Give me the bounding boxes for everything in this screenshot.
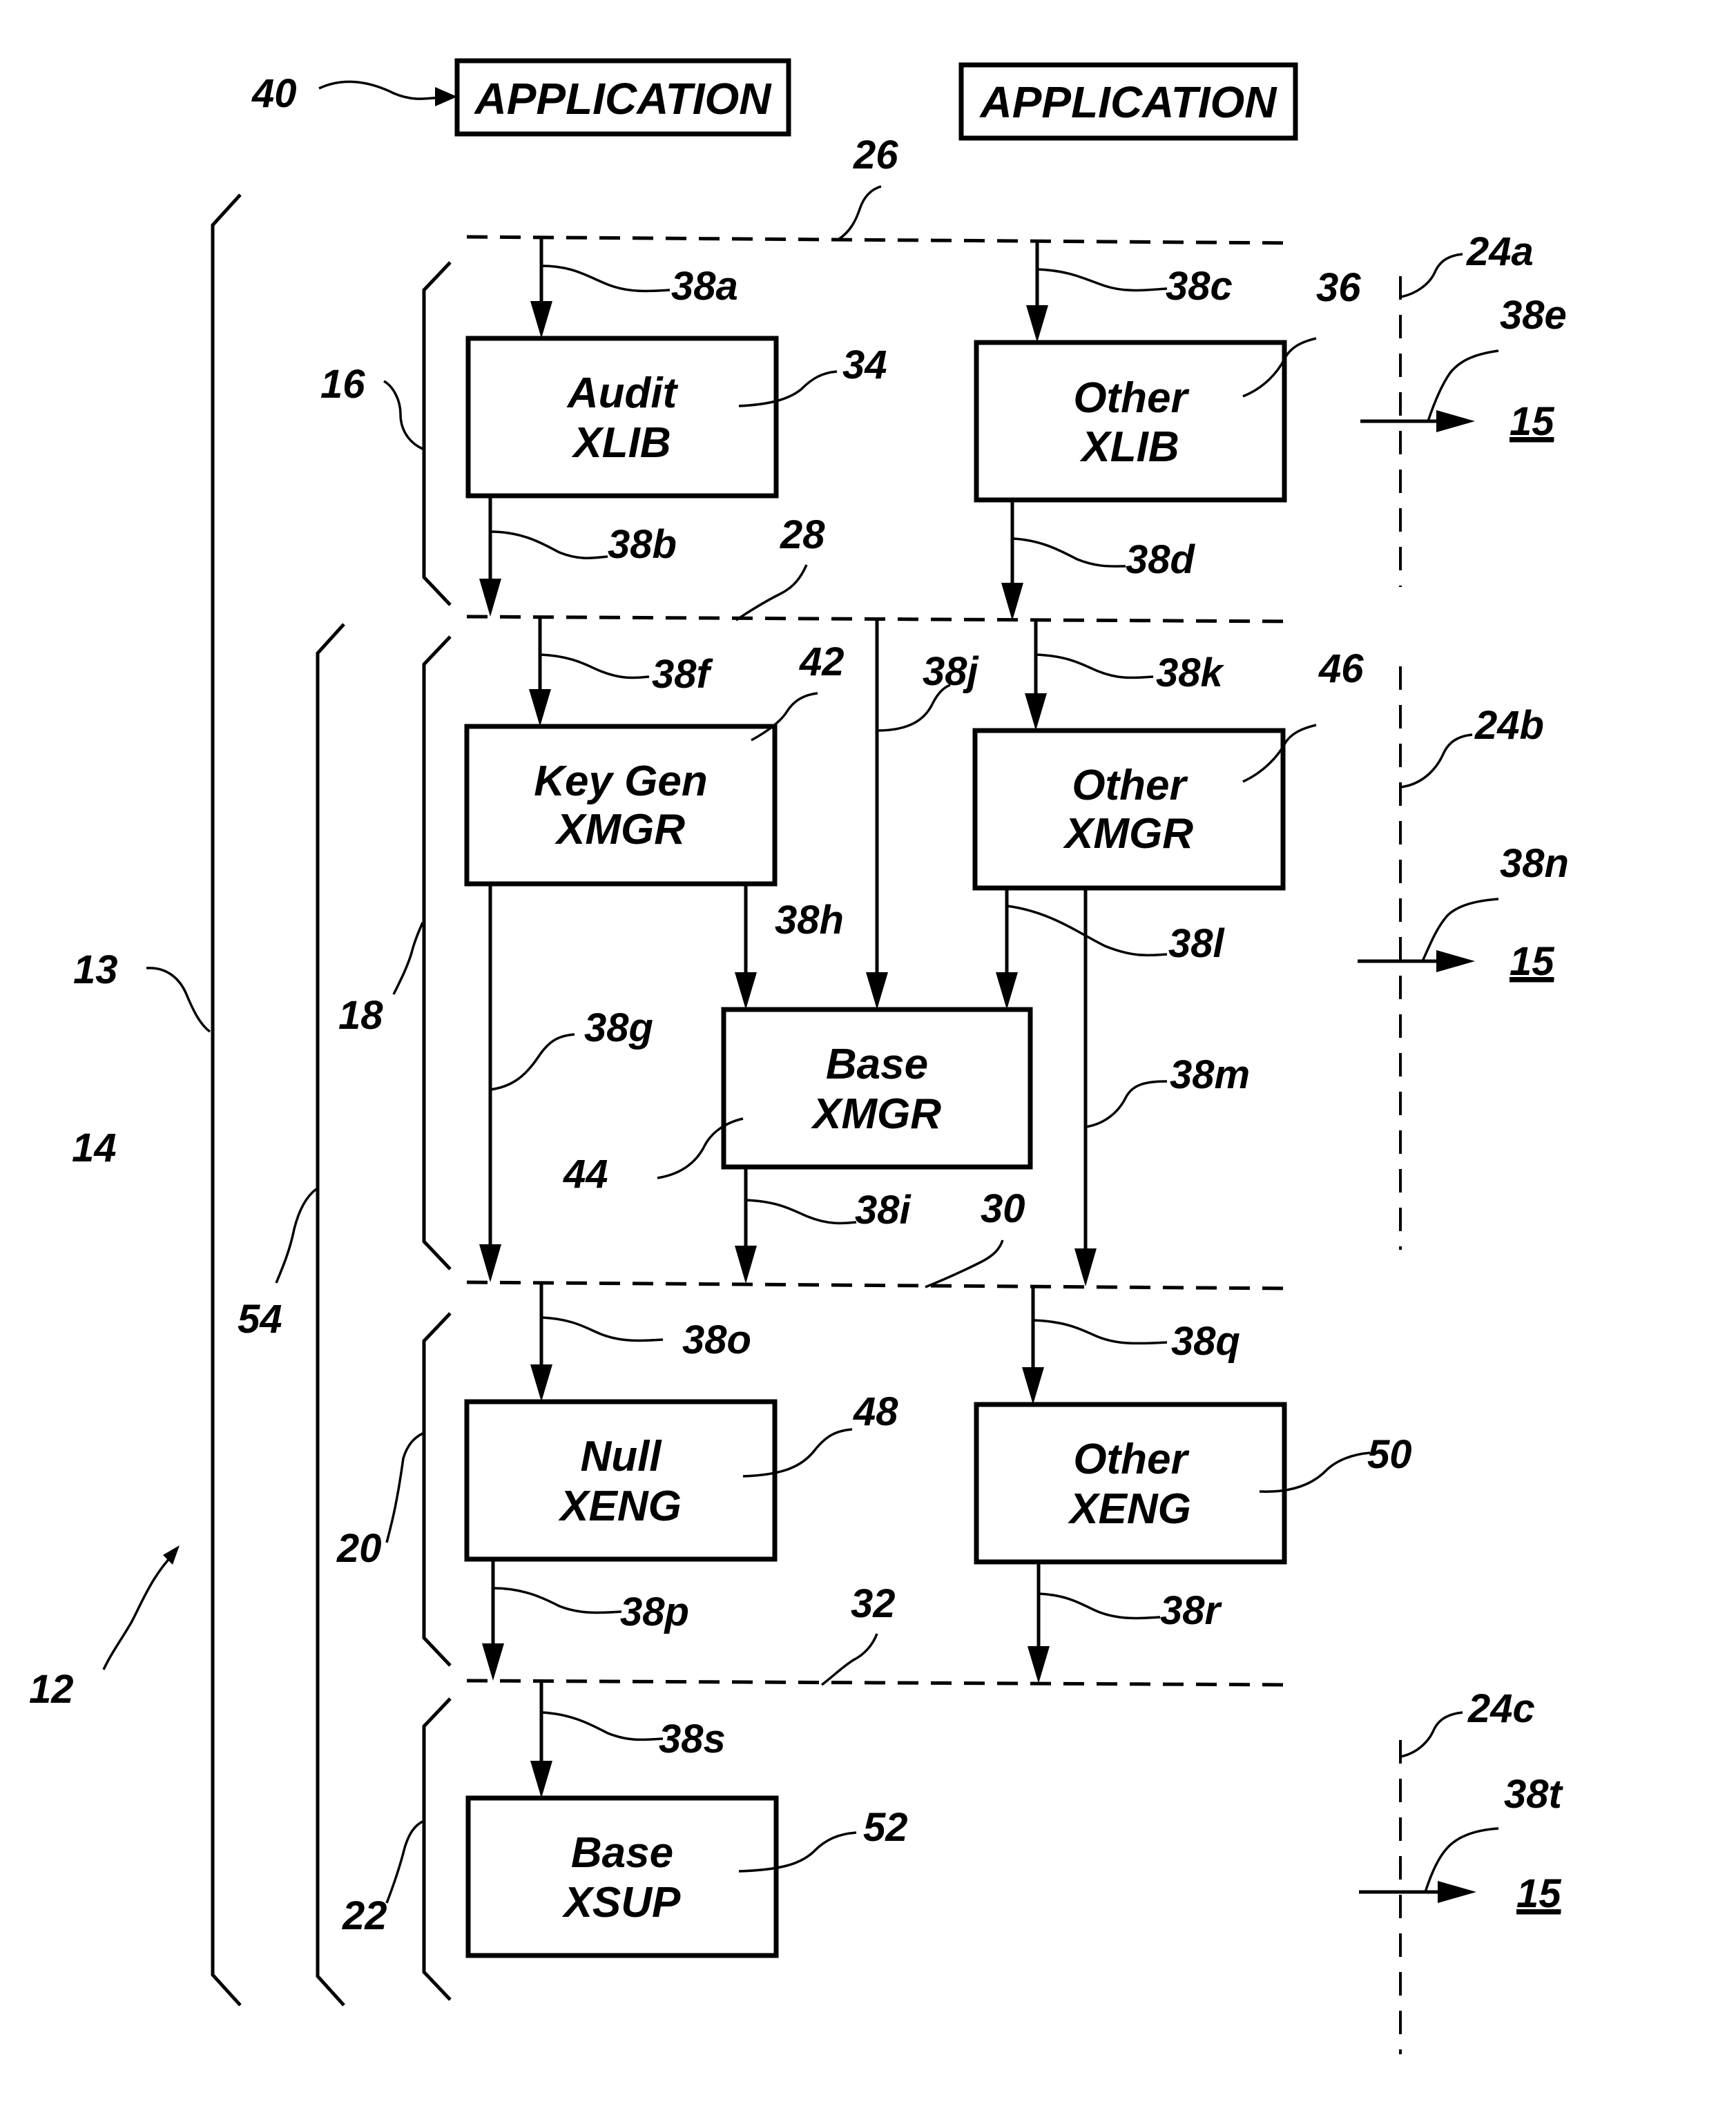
box-other-xmgr-line1: Other [1072, 762, 1188, 809]
leader-40 [319, 81, 450, 99]
ref-38i: 38i [855, 1188, 912, 1233]
box-base-xsup-line2: XSUP [562, 1879, 681, 1926]
ref-14: 14 [72, 1126, 117, 1170]
ref-24b: 24b [1474, 703, 1544, 748]
ref-20: 20 [336, 1526, 382, 1571]
boundary-30 [467, 1282, 1291, 1288]
box-base-xmgr-line2: XMGR [811, 1090, 941, 1138]
boundary-28 [467, 617, 1291, 621]
ref-22: 22 [342, 1893, 387, 1938]
ref-38f: 38f [652, 652, 714, 697]
ref-40: 40 [251, 71, 297, 116]
ref-38p: 38p [620, 1590, 689, 1634]
ref-54: 54 [238, 1297, 282, 1342]
ref-38a: 38a [671, 264, 738, 309]
ref-34: 34 [842, 342, 887, 387]
ref-26: 26 [853, 133, 898, 177]
box-other-xeng-line1: Other [1073, 1436, 1189, 1483]
ref-38n: 38n [1500, 841, 1569, 886]
ref-38d: 38d [1126, 537, 1196, 582]
ref-48: 48 [853, 1389, 898, 1434]
ref-13: 13 [73, 947, 118, 992]
ref-32: 32 [851, 1581, 896, 1626]
box-base-xmgr-line1: Base [826, 1041, 928, 1088]
ref-38o: 38o [682, 1317, 751, 1362]
brackets [213, 195, 450, 2005]
boundary-26 [467, 237, 1291, 243]
box-keygen-xmgr: Key Gen XMGR [467, 726, 775, 884]
ref-38l: 38l [1168, 921, 1226, 966]
box-base-xmgr: Base XMGR [724, 1010, 1030, 1167]
bracket-16 [424, 262, 450, 605]
ref-38h: 38h [775, 898, 844, 943]
ref-15-middle: 15 [1510, 939, 1554, 984]
application-box-1: APPLICATION [457, 61, 789, 134]
ref-38j: 38j [923, 649, 980, 694]
ref-15-bottom: 15 [1516, 1871, 1561, 1916]
box-base-xsup-line1: Base [571, 1829, 673, 1877]
bracket-54 [318, 624, 344, 2005]
ref-38s: 38s [659, 1717, 726, 1761]
box-other-xlib-line1: Other [1073, 374, 1189, 422]
ref-42: 42 [799, 639, 845, 684]
box-keygen-xmgr-line1: Key Gen [534, 757, 708, 805]
ref-28: 28 [780, 512, 825, 557]
box-other-xeng-line2: XENG [1068, 1485, 1191, 1533]
ref-24c: 24c [1467, 1686, 1535, 1731]
ref-18: 18 [338, 993, 383, 1038]
box-other-xeng: Other XENG [976, 1404, 1284, 1562]
box-base-xsup: Base XSUP [468, 1798, 776, 1955]
box-other-xlib: Other XLIB [976, 342, 1284, 500]
box-null-xeng-line2: XENG [558, 1483, 682, 1530]
box-null-xeng-line1: Null [580, 1433, 662, 1480]
bracket-22 [424, 1699, 450, 2000]
ref-38q: 38q [1171, 1319, 1240, 1364]
ref-36: 36 [1316, 265, 1361, 310]
application-box-2: APPLICATION [961, 65, 1295, 138]
application-label-1: APPLICATION [473, 74, 772, 124]
ref-46: 46 [1318, 646, 1364, 691]
ref-38g: 38g [584, 1005, 653, 1050]
ref-24a: 24a [1466, 229, 1534, 274]
ref-38m: 38m [1170, 1052, 1250, 1097]
box-keygen-xmgr-line2: XMGR [554, 806, 685, 853]
ref-38b: 38b [608, 522, 677, 567]
ref-38c: 38c [1166, 264, 1233, 309]
box-audit-xlib-line2: XLIB [571, 419, 671, 467]
ref-38t: 38t [1504, 1772, 1564, 1817]
ref-30: 30 [981, 1186, 1025, 1231]
ref-38e: 38e [1500, 293, 1567, 338]
box-audit-xlib: Audit XLIB [468, 338, 776, 496]
ref-50: 50 [1367, 1432, 1412, 1477]
ref-38k: 38k [1156, 650, 1225, 695]
ref-12: 12 [29, 1667, 74, 1712]
ref-15-top: 15 [1510, 399, 1554, 444]
boundary-32 [467, 1681, 1291, 1685]
ref-44: 44 [563, 1152, 608, 1197]
bracket-18 [424, 637, 450, 1269]
bracket-13 [213, 195, 240, 2005]
box-other-xmgr-line2: XMGR [1063, 810, 1193, 858]
box-null-xeng: Null XENG [467, 1402, 775, 1559]
ref-52: 52 [863, 1805, 908, 1850]
box-audit-xlib-line1: Audit [566, 369, 679, 417]
bracket-20 [424, 1313, 450, 1665]
arrowhead-40 [435, 87, 457, 106]
application-label-2: APPLICATION [978, 77, 1277, 127]
ref-16: 16 [320, 362, 365, 407]
box-other-xlib-line2: XLIB [1079, 423, 1179, 471]
box-other-xmgr: Other XMGR [975, 731, 1283, 888]
ref-38r: 38r [1160, 1588, 1223, 1633]
